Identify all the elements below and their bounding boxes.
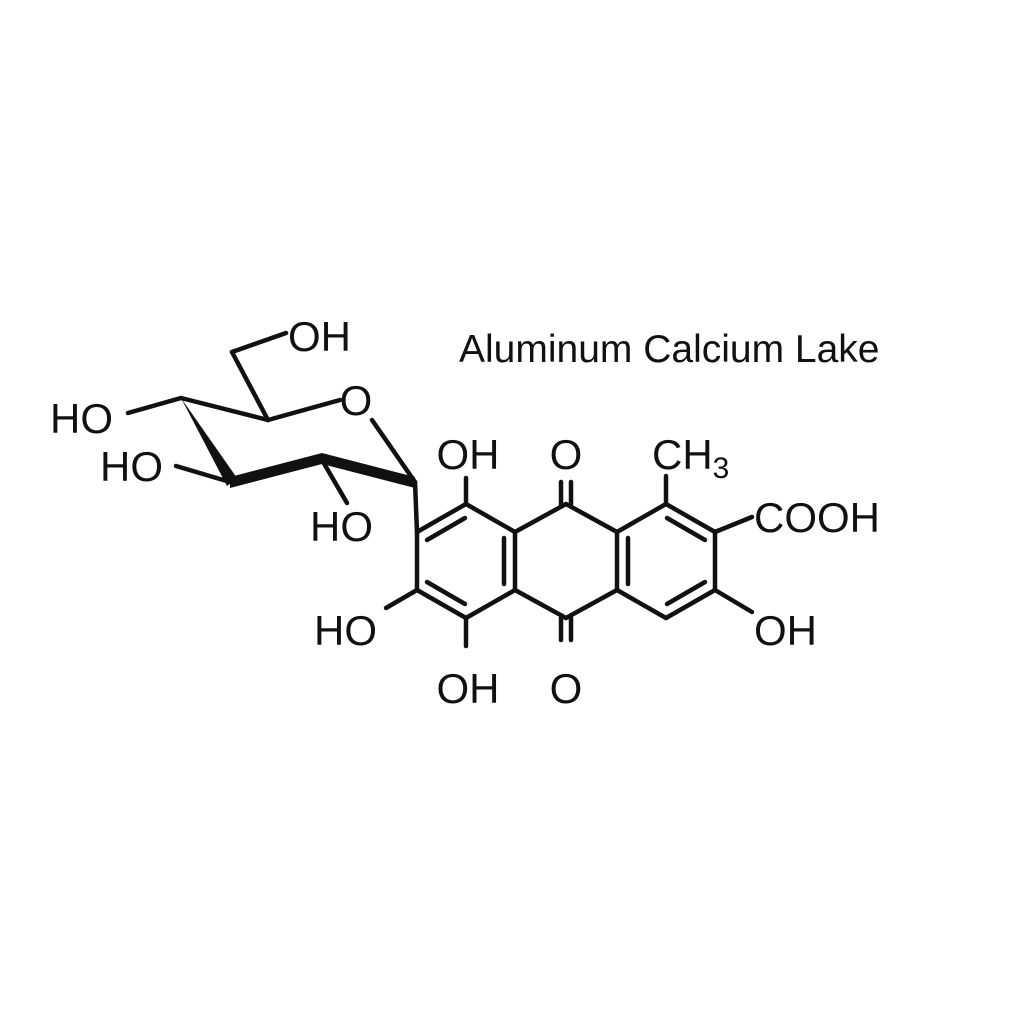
bond-cooh (712, 514, 755, 535)
bond-l-double-a (424, 515, 468, 543)
wedge-c2-c1 (322, 453, 415, 488)
bond-r2 (663, 501, 718, 535)
bond-r4 (663, 587, 718, 621)
label-methyl: CH3 (652, 431, 729, 485)
bond-m2 (563, 501, 620, 535)
bond-ch2-oh (229, 330, 289, 355)
bond-c5-c4 (178, 395, 271, 423)
bond-r5 (614, 587, 669, 621)
bond-c2-ho (319, 457, 350, 506)
label-ketone-bottom: O (550, 665, 583, 712)
bond-r-double-c (664, 579, 708, 607)
bond-l5 (414, 587, 469, 621)
bond-l-double-c (424, 579, 468, 607)
label-sugar-oh-top: OH (288, 313, 351, 360)
wedge-c3-c2 (230, 453, 322, 488)
sugar-ring (125, 330, 418, 506)
label-ring-o: O (340, 377, 373, 424)
label-sugar-ho-bottom: HO (310, 503, 373, 550)
bond-r1 (614, 501, 669, 535)
atom-labels: OH O HO HO HO OH O CH3 COOH HO OH OH O (50, 313, 880, 712)
bond-m4 (512, 587, 569, 621)
label-oh-4: OH (437, 665, 500, 712)
caption: Aluminum Calcium Lake (459, 328, 880, 371)
bond-ho6 (383, 587, 420, 611)
bond-l1 (414, 501, 469, 535)
bond-oh3 (712, 587, 755, 615)
bond-c4-ho (125, 395, 184, 416)
label-ketone-top: O (550, 431, 583, 478)
bond-ring-o-c1 (369, 417, 418, 485)
bond-m3 (563, 587, 620, 621)
bond-l4 (463, 587, 518, 621)
label-oh-1: OH (437, 431, 500, 478)
bond-c5-ring-o (265, 397, 343, 423)
bond-m1 (512, 501, 569, 535)
bond-r-double-b (664, 515, 708, 543)
wedge-c4-c3 (181, 398, 237, 486)
label-ho-6: HO (314, 607, 377, 654)
bond-sugar-aryl (412, 479, 420, 535)
label-sugar-ho-left: HO (50, 395, 113, 442)
bond-l2 (463, 501, 518, 535)
label-cooh: COOH (754, 494, 880, 541)
label-sugar-ho-mid: HO (100, 443, 163, 490)
bond-c5-ch2 (229, 349, 271, 423)
bond-c3-ho (173, 463, 233, 485)
label-oh-3: OH (754, 607, 817, 654)
anthraquinone-core (383, 473, 755, 649)
